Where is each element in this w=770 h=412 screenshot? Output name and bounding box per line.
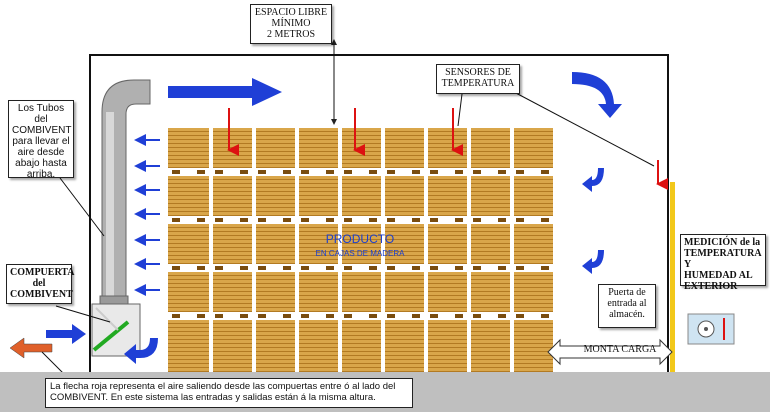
combivent-duct — [91, 79, 151, 357]
outdoor-measurement-label: MEDICIÓN de la TEMPERATURA Y HUMEDAD AL … — [680, 234, 766, 292]
footnote: La flecha roja representa el aire salien… — [45, 378, 413, 408]
duct-outflow-arrows — [134, 134, 160, 296]
right-curve-arrow-large — [572, 72, 622, 118]
crate-pallet-rows — [168, 168, 553, 320]
exhaust-arrow — [9, 337, 53, 359]
free-space-label: ESPACIO LIBRE MÍNIMO 2 METROS — [250, 4, 332, 44]
sensors-label: SENSORES DE TEMPERATURA — [436, 64, 520, 94]
monta-carga-arrow — [547, 338, 673, 366]
gate-label: COMPUERTA del COMBIVENT — [6, 264, 74, 304]
product-title: PRODUCTO — [325, 232, 395, 246]
thermometer-hygrometer-icon — [687, 313, 735, 345]
return-curve-arrow — [124, 338, 158, 364]
top-airflow-arrow — [168, 78, 282, 106]
sensor-arrows — [227, 108, 668, 190]
right-curve-arrow-2 — [582, 250, 604, 274]
freight-lift-label: MONTA CARGA — [583, 344, 657, 355]
ducts-label: Los Tubos del COMBIVENT para llevar el a… — [8, 100, 74, 180]
door-label: Puerta de entrada al almacén. — [598, 284, 656, 328]
combivent-gate — [92, 320, 130, 352]
right-curve-arrow-1 — [582, 168, 604, 192]
crate-stacks — [168, 128, 553, 372]
building-wall — [89, 54, 669, 372]
entrance-door — [670, 182, 675, 372]
product-subtitle: EN CAJAS DE MADERA — [315, 249, 405, 258]
leader-lines — [41, 39, 655, 389]
intake-arrow — [46, 324, 86, 344]
crate-pallet-feet — [172, 170, 549, 318]
